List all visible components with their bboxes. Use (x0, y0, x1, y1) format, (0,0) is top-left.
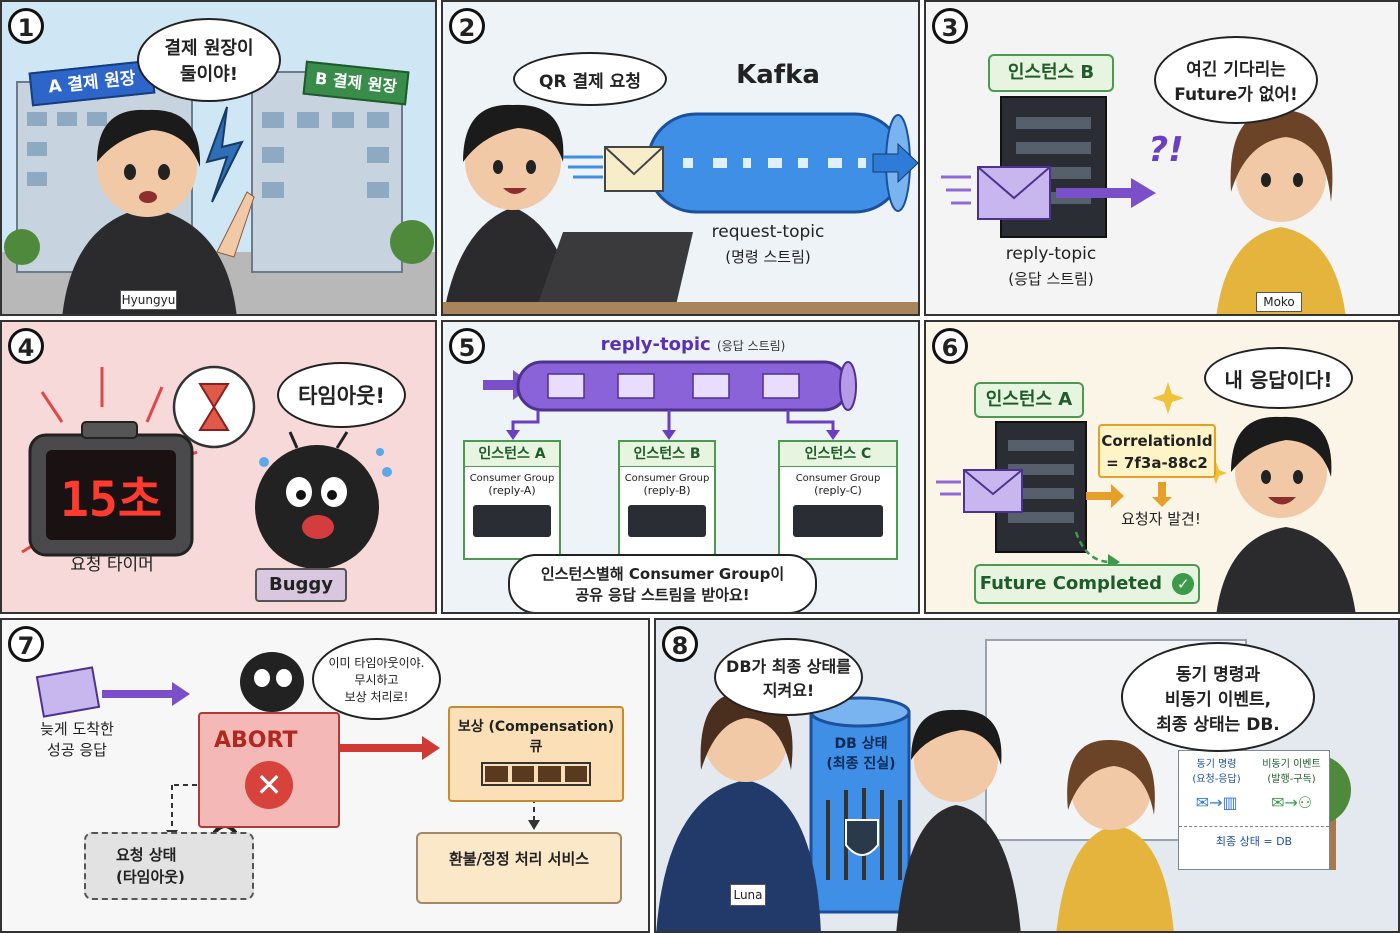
mail-users-icon: ✉→⚇ (1271, 793, 1313, 812)
speech-bubble: 여긴 기다리는 Future가 없어! (1154, 36, 1318, 124)
instance-name: 인스턴스 C (780, 442, 896, 467)
panel-number: 3 (932, 8, 968, 44)
summary-board: 동기 명령 (요청-응답) 비동기 이벤트 (발행-구독) ✉→▥ ✉→⚇ 최종… (1178, 750, 1330, 870)
kafka-request-illustration (443, 104, 918, 314)
panel-7: 7 늦게 도착한 성공 응답 이미 타임아웃이야. 무시하고 보상 처리로! A… (0, 618, 650, 933)
instance-a-label: 인스턴스 A (974, 382, 1084, 418)
request-topic-sublabel: (명령 스트림) (725, 248, 811, 266)
compensation-queue-box: 보상 (Compensation) 큐 (448, 706, 624, 802)
future-completed-banner: Future Completed ✓ (974, 564, 1200, 604)
reply-topic-stream-illustration (483, 360, 857, 440)
consumer-group-id: (reply-C) (814, 484, 862, 497)
compensation-queue-label: 보상 (Compensation) 큐 (457, 719, 615, 755)
consumer-group-label: Consumer Group (469, 473, 555, 484)
server-icon (793, 505, 883, 537)
requester-found-label: 요청자 발견! (1121, 510, 1201, 528)
cancel-x-icon: ✕ (245, 761, 293, 809)
speech-bubble: 인스턴스별해 Consumer Group이 공유 응답 스트림을 받아요! (508, 554, 817, 612)
instance-b-label: 인스턴스 B (988, 54, 1114, 92)
panel-3: 3 인스턴스 B ?! reply-topic (응답 스트림) 여긴 기다리는… (924, 0, 1400, 316)
panel-number: 1 (8, 8, 44, 44)
panel-number: 8 (662, 626, 698, 662)
consumer-group-id: (reply-A) (488, 484, 536, 497)
abort-label: ABORT (214, 728, 298, 753)
reply-no-future-illustration (941, 96, 1346, 314)
future-completed-text: Future Completed (979, 573, 1162, 594)
board-async-label: 비동기 이벤트 (발행-구독) (1262, 759, 1321, 785)
correlation-id-box: CorrelationId = 7f3a-88c2 (1098, 424, 1216, 478)
timer-label: 요청 타이머 (70, 555, 154, 575)
panel-1: 1 A 결제 원장 B 결제 원장 결제 원장이 둘이야! Hyungyu (0, 0, 437, 316)
timer-display: 15초 (60, 472, 162, 528)
panel-4: 4 15초 요청 타이머 타임아웃! Buggy (0, 320, 437, 614)
server-icon (473, 505, 551, 537)
kafka-title: Kafka (736, 60, 820, 90)
check-circle-icon: ✓ (1172, 573, 1195, 595)
panel-5: 5 reply-topic (응답 스트림) 인스턴스 A Consumer G… (441, 320, 920, 614)
instance-name: 인스턴스 A (465, 442, 559, 467)
speech-bubble: 이미 타임아웃이야. 무시하고 보상 처리로! (312, 638, 441, 720)
instance-card-b: 인스턴스 B Consumer Group (reply-B) (618, 440, 716, 560)
speech-bubble: 결제 원장이 둘이야! (137, 18, 281, 102)
request-state-box: 요청 상태 (타임아웃) (84, 832, 254, 900)
reply-topic-label: reply-topic (1005, 244, 1097, 264)
consumer-group-label: Consumer Group (795, 473, 881, 484)
reply-topic-name: reply-topic (600, 334, 711, 355)
panel-number: 7 (8, 626, 44, 662)
speech-bubble: 내 응답이다! (1204, 347, 1353, 409)
late-response-label: 늦게 도착한 성공 응답 (40, 720, 114, 759)
speech-bubble: QR 결제 요청 (513, 52, 667, 106)
server-icon (628, 505, 706, 537)
panel-number: 4 (8, 328, 44, 364)
name-tag: Moko (1256, 292, 1302, 312)
name-tag: Buggy (255, 568, 347, 602)
speech-bubble-left: DB가 최종 상태를 지켜요! (714, 638, 863, 716)
queue-battery-icon (481, 762, 591, 786)
office-buildings-illustration (2, 71, 435, 314)
panel-number: 5 (449, 328, 485, 364)
panel-2: 2 QR 결제 요청 Kafka request-topic (명령 스트림) (441, 0, 920, 316)
consumer-group-label: Consumer Group (624, 473, 710, 484)
board-sync-label: 동기 명령 (요청-응답) (1192, 759, 1241, 785)
panel-number: 2 (449, 8, 485, 44)
reply-topic-sublabel: (응답 스트림) (1008, 270, 1094, 288)
name-tag: Luna (730, 884, 766, 906)
speech-bubble: 타임아웃! (277, 362, 406, 428)
reply-topic-title: reply-topic (응답 스트림) (563, 334, 823, 355)
abort-box: ABORT ✕ (198, 712, 340, 828)
db-state-label: DB 상태 (최종 진실) (826, 736, 896, 772)
board-final-state-label: 최종 상태 = DB (1179, 826, 1329, 849)
panel-6: 6 인스턴스 A CorrelationId = 7f3a-88c2 요청자 발… (924, 320, 1400, 614)
speech-bubble-right: 동기 명령과 비동기 이벤트, 최종 상태는 DB. (1121, 642, 1315, 752)
instance-card-c: 인스턴스 C Consumer Group (reply-C) (778, 440, 898, 560)
refund-service-box: 환불/정정 처리 서비스 (416, 832, 622, 904)
instance-card-a: 인스턴스 A Consumer Group (reply-A) (463, 440, 561, 560)
timeout-illustration (21, 365, 392, 569)
reply-topic-sub: (응답 스트림) (716, 339, 786, 353)
confused-mark: ?! (1148, 130, 1184, 170)
panel-number: 6 (932, 328, 968, 364)
mail-server-icon: ✉→▥ (1195, 793, 1238, 812)
request-topic-label: request-topic (711, 222, 825, 242)
consumer-group-id: (reply-B) (643, 484, 691, 497)
name-tag: Hyungyu (120, 290, 177, 310)
correlation-match-illustration (936, 382, 1356, 612)
panel-8: 8 DB가 최종 상태를 지켜요! DB 상태 (최종 진실) 동기 명령과 비… (654, 618, 1400, 933)
instance-name: 인스턴스 B (620, 442, 714, 467)
